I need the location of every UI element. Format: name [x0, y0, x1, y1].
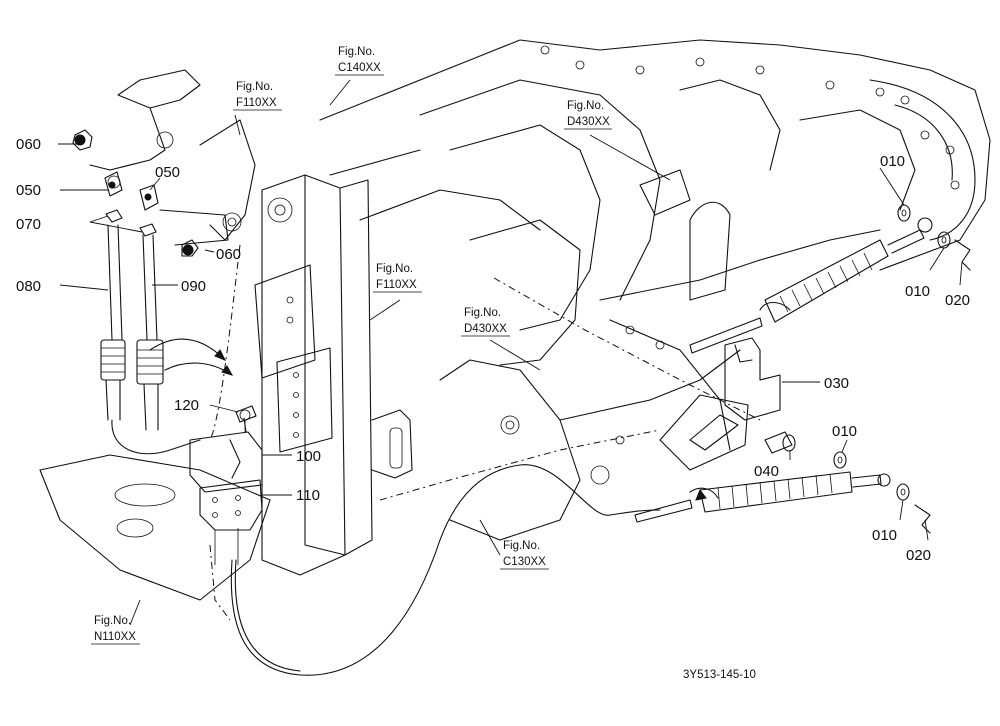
cable-080: [100, 224, 201, 455]
washer-010-d: [896, 483, 910, 501]
fig-ref-code: F110XX: [236, 97, 277, 109]
clip-020-a: [954, 239, 971, 271]
bolt-120: [235, 405, 257, 433]
routing-arrow: [149, 338, 226, 361]
washer-010-a: [897, 204, 911, 222]
fig-ref-c140: Fig.No. C140XX: [335, 46, 384, 76]
nut-070-b: [139, 223, 157, 237]
linkage-arms: [74, 69, 256, 256]
label-part-050-a: 050: [16, 182, 41, 199]
label-part-050-b: 050: [155, 164, 180, 181]
joint-050-a: [104, 171, 123, 197]
joint-050-b: [139, 184, 159, 211]
label-part-070: 070: [16, 216, 41, 233]
routing-arrow-2-head: [221, 365, 234, 376]
nut-060-b: [181, 239, 199, 257]
fig-ref-code: C130XX: [503, 556, 546, 568]
fig-ref-code: D430XX: [464, 323, 507, 335]
fig-ref-code: D430XX: [567, 116, 610, 128]
drawing-code: 3Y513-145-10: [683, 669, 756, 681]
label-part-010-d: 010: [872, 527, 897, 544]
label-part-030: 030: [824, 375, 849, 392]
upper-shift-cable: [689, 217, 933, 354]
fig-ref-code: C140XX: [338, 62, 381, 74]
lower-bellows: [699, 471, 853, 513]
label-part-110: 110: [296, 487, 320, 504]
label-part-080: 080: [16, 278, 41, 295]
fig-ref-d430-top: Fig.No. D430XX: [564, 100, 612, 130]
nut-060-a: [72, 129, 93, 151]
clip-020-b: [914, 504, 931, 534]
ref-line-3: [379, 429, 661, 501]
fig-ref-label: Fig.No.: [94, 615, 131, 627]
leader-lines: [58, 79, 963, 626]
label-part-060-b: 060: [216, 246, 241, 263]
ref-line-2: [493, 277, 761, 421]
routing-arrow-2: [164, 362, 233, 376]
label-part-090: 090: [181, 278, 206, 295]
nut-070-a: [105, 209, 123, 223]
fig-ref-label: Fig.No.: [503, 540, 540, 552]
label-part-020-b: 020: [906, 547, 931, 564]
fig-ref-code: F110XX: [376, 279, 417, 291]
label-part-100: 100: [296, 448, 321, 465]
fig-ref-label: Fig.No.: [376, 263, 413, 275]
label-part-120: 120: [174, 397, 199, 414]
long-cable-loop: [230, 464, 661, 676]
fig-ref-label: Fig.No.: [464, 307, 501, 319]
mounting-frame: [254, 174, 413, 576]
fig-ref-d430-mid: Fig.No. D430XX: [461, 307, 510, 337]
bolt-040: [764, 431, 796, 454]
label-part-010-a: 010: [880, 153, 905, 170]
washer-010-c: [833, 451, 847, 469]
fig-ref-c130: Fig.No. C130XX: [500, 540, 549, 570]
routing-arrow-head: [214, 349, 227, 361]
label-part-010-b: 010: [905, 283, 930, 300]
fig-ref-label: Fig.No.: [567, 100, 604, 112]
cable-090: [136, 234, 164, 431]
fig-ref-n110: Fig.No. N110XX: [91, 615, 140, 645]
label-part-010-c: 010: [832, 423, 857, 440]
fig-ref-f110-top: Fig.No. F110XX: [233, 81, 282, 111]
ref-line-4: [209, 544, 231, 621]
fig-ref-label: Fig.No.: [338, 46, 375, 58]
label-part-060-a: 060: [16, 136, 41, 153]
transmission-housing: [319, 39, 991, 541]
lower-plate-area: [39, 409, 271, 601]
fig-ref-code: N110XX: [94, 631, 136, 643]
fig-ref-f110-mid: Fig.No. F110XX: [373, 263, 422, 293]
ref-line-1: [209, 244, 241, 441]
upper-bellows: [764, 239, 889, 323]
label-part-020-a: 020: [945, 292, 970, 309]
bracket-030: [659, 337, 781, 471]
fig-ref-label: Fig.No.: [236, 81, 273, 93]
label-part-040: 040: [754, 463, 779, 480]
lower-shift-cable: [634, 471, 891, 523]
